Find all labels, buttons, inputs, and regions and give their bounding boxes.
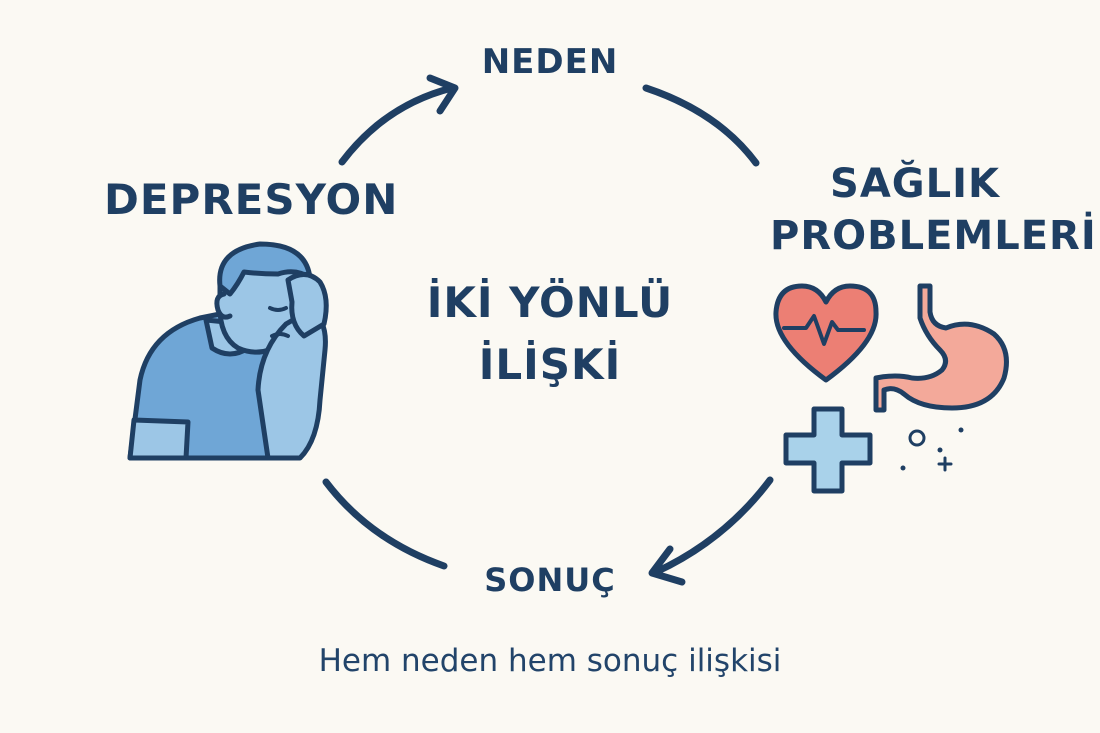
depressed-person-icon (127, 241, 329, 461)
heart-pulse-icon (773, 283, 879, 383)
arrow-depression-to-cause (338, 84, 456, 166)
depression-label: DEPRESYON (104, 175, 399, 224)
arc-effect-to-depression (322, 478, 448, 570)
bidirectional-label: İKİ YÖNLÜ İLİŞKİ (426, 278, 674, 389)
effect-label: SONUÇ (484, 561, 616, 599)
cause-label: NEDEN (481, 42, 619, 82)
stomach-icon (873, 283, 1009, 413)
arrowhead-effect (648, 545, 686, 586)
arc-cause-to-health (642, 84, 760, 167)
arrow-health-to-effect (652, 476, 774, 576)
arrowhead-cause (426, 74, 459, 115)
sparkle-icon (900, 427, 964, 472)
medical-cross-icon (783, 406, 873, 494)
health-problems-label: SAĞLIK PROBLEMLERİ (770, 161, 1097, 259)
caption: Hem neden hem sonuç ilişkisi (318, 643, 782, 679)
